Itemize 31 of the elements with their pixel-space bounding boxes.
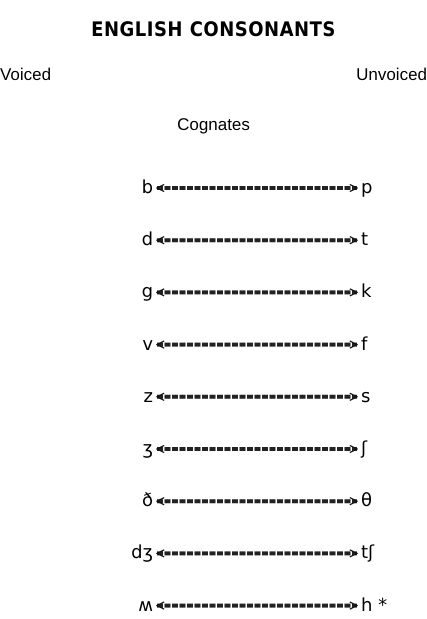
phoneme-symbol: t — [361, 228, 368, 252]
phoneme-symbol: h * — [361, 594, 388, 618]
phoneme-symbol: p — [361, 176, 372, 200]
double-arrow — [156, 549, 358, 558]
phoneme-symbol: θ — [361, 489, 372, 514]
phoneme-symbol: g — [142, 280, 153, 304]
double-arrow — [156, 601, 358, 610]
column-heading: Unvoiced — [356, 64, 427, 86]
double-arrow — [156, 496, 358, 506]
phoneme-symbol: ʍ — [138, 594, 153, 618]
phoneme-symbol: k — [361, 280, 372, 304]
double-arrow — [156, 288, 358, 297]
phoneme-symbol: ð — [142, 489, 153, 514]
double-arrow — [156, 236, 358, 244]
title: ENGLISH CONSONANTS — [90, 16, 337, 43]
double-arrow — [156, 340, 358, 349]
phoneme-symbol: tʃ — [361, 541, 374, 566]
column-heading: Voiced — [0, 64, 52, 86]
phoneme-symbol: dʒ — [131, 541, 153, 566]
phoneme-symbol: ʒ — [142, 437, 153, 461]
phoneme-symbol: b — [142, 176, 153, 200]
phoneme-symbol: v — [142, 332, 153, 357]
phoneme-symbol: z — [144, 384, 153, 409]
phoneme-symbol: f — [361, 332, 368, 357]
double-arrow — [156, 444, 358, 454]
double-arrow — [156, 392, 358, 402]
column-heading: Cognates — [176, 114, 251, 136]
double-arrow — [156, 184, 358, 192]
phoneme-symbol: d — [142, 228, 153, 252]
phoneme-symbol: s — [361, 384, 370, 409]
phoneme-symbol: ʃ — [361, 437, 368, 461]
